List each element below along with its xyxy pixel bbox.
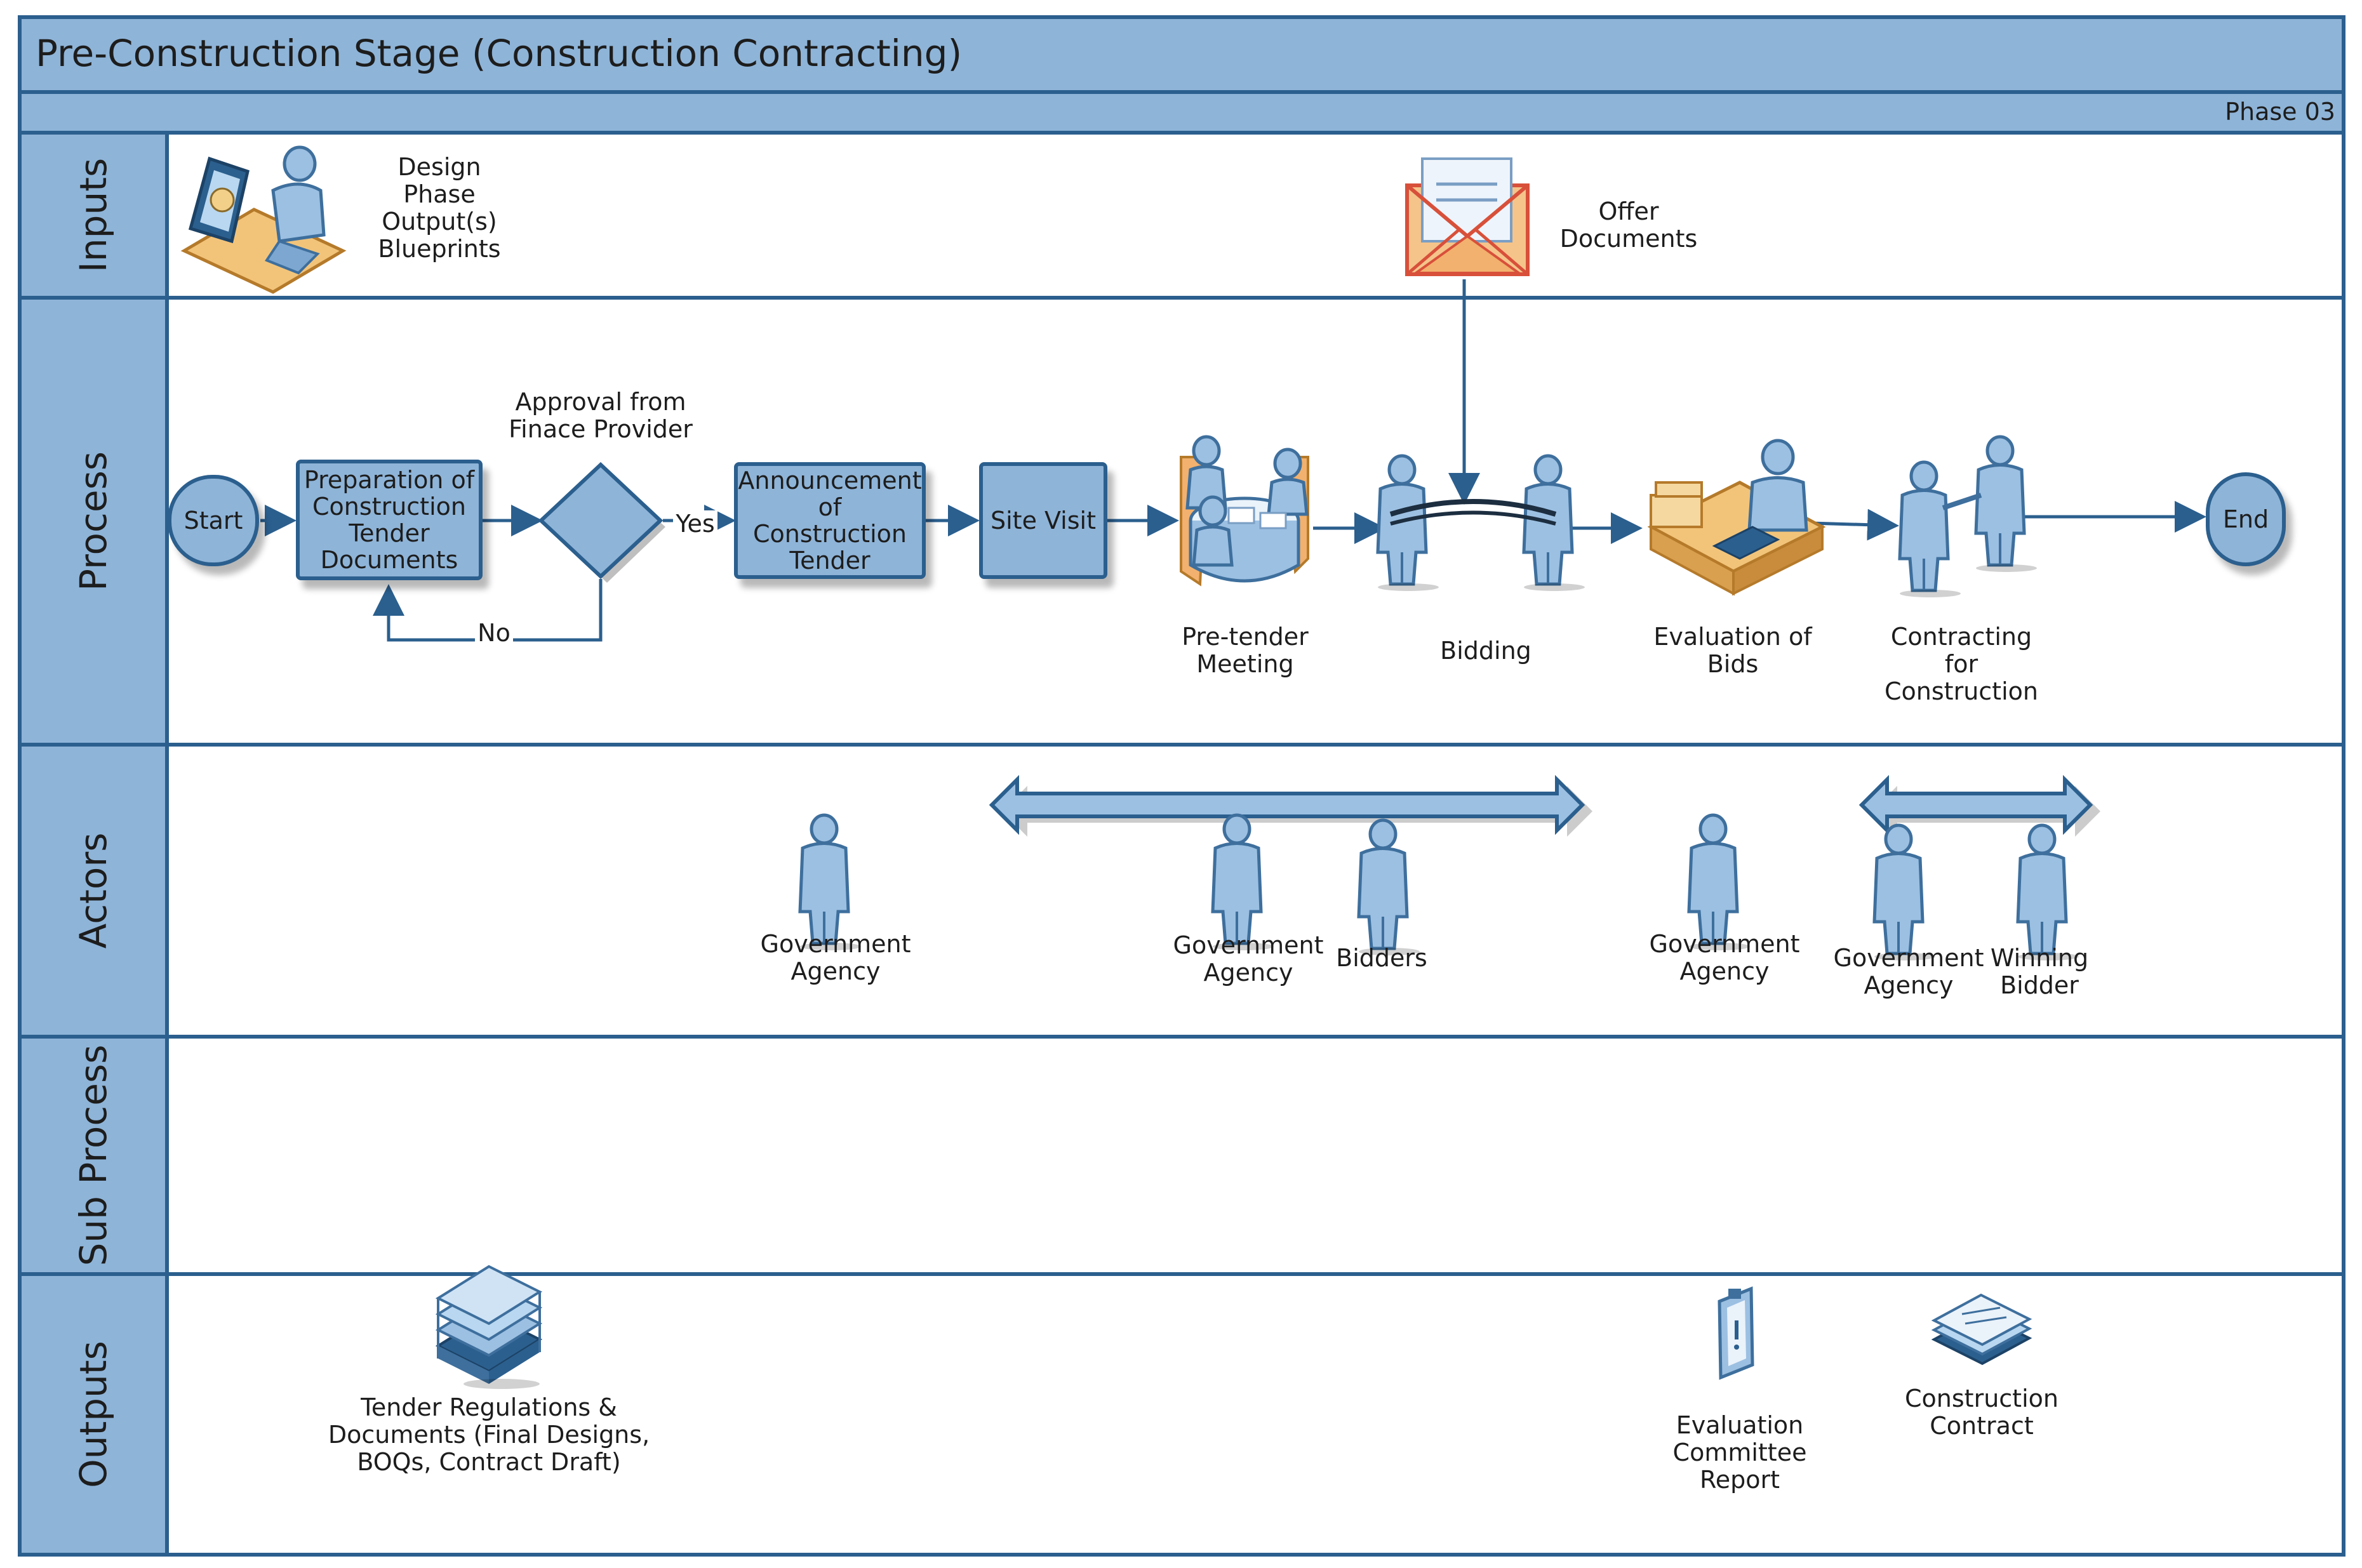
title-bar: Pre-Construction Stage (Construction Con… — [18, 15, 2345, 94]
report-line-2: Committee — [1672, 1438, 1807, 1466]
actors-arrow-left — [989, 774, 1592, 837]
offer-line-1: Offer — [1598, 197, 1659, 225]
envelope-icon — [1405, 157, 1530, 276]
actor-a2-line-1: Government — [1173, 931, 1324, 959]
lane-header-outputs: Outputs — [22, 1276, 169, 1553]
contracting-line-3: Construction — [1885, 677, 2038, 705]
report-line-3: Report — [1700, 1466, 1780, 1494]
actor-a5-line-1: Government — [1833, 944, 1984, 972]
start-label: Start — [183, 507, 243, 535]
site-visit-label: Site Visit — [990, 507, 1096, 535]
announce-line-3: Tender — [789, 547, 871, 575]
actor-a4-line-2: Agency — [1679, 957, 1770, 985]
offer-documents-label: Offer Documents — [1556, 198, 1702, 253]
announce-line-1: Announcement — [738, 467, 922, 495]
actor-label: Government Agency — [1159, 932, 1337, 987]
lane-header-subprocess: Sub Process — [22, 1039, 169, 1272]
evaluation-report-label: Evaluation Committee Report — [1651, 1412, 1829, 1494]
approval-line-1: Approval from — [515, 388, 686, 416]
start-node: Start — [168, 475, 259, 566]
actors-arrow-right — [1858, 774, 2100, 837]
contracting-line-2: for — [1944, 650, 1978, 678]
design-output-label: Design Phase Output(s) Blueprints — [376, 154, 503, 263]
diagram-title: Pre-Construction Stage (Construction Con… — [36, 32, 963, 75]
actor-figure — [2018, 825, 2079, 960]
approval-line-2: Finace Provider — [509, 415, 693, 443]
prep-line-3: Tender — [349, 519, 430, 547]
actor-a6-line-1: Winning — [1990, 944, 2089, 972]
lane-inputs: Inputs — [18, 135, 2345, 300]
prep-line-4: Documents — [320, 546, 458, 574]
actor-a1-line-2: Agency — [791, 957, 881, 985]
actor-label: Government Agency — [747, 931, 924, 985]
approval-decision — [538, 462, 665, 583]
lane-subprocess: Sub Process — [18, 1039, 2345, 1276]
actor-figure — [1213, 815, 1274, 950]
tender-line-1: Tender Regulations & — [361, 1393, 617, 1421]
meeting-table-icon — [1180, 435, 1309, 587]
actor-label: Government Agency — [1636, 931, 1813, 985]
prep-documents-box: Preparation of Construction Tender Docum… — [296, 460, 483, 580]
tender-documents-label: Tender Regulations & Documents (Final De… — [317, 1394, 660, 1476]
actor-a4-line-1: Government — [1649, 930, 1800, 958]
prep-line-1: Preparation of — [304, 466, 475, 494]
actor-figure — [1359, 820, 1420, 955]
pretender-line-2: Meeting — [1196, 650, 1294, 678]
tug-of-war-icon — [1378, 456, 1585, 591]
prep-line-2: Construction — [312, 493, 466, 521]
actor-label: Government Agency — [1820, 945, 1998, 999]
pretender-line-1: Pre-tender — [1182, 623, 1309, 651]
end-label: End — [2222, 505, 2269, 533]
designer-computer-icon — [180, 145, 347, 294]
evaluation-label: Evaluation of Bids — [1641, 623, 1825, 678]
actor-a6-line-2: Bidder — [2000, 971, 2079, 999]
tender-line-3: BOQs, Contract Draft) — [357, 1448, 621, 1476]
bidding-label: Bidding — [1440, 637, 1531, 665]
no-label: No — [475, 620, 513, 647]
phase-label: Phase 03 — [2225, 98, 2335, 126]
announce-line-2: of Construction — [753, 493, 907, 548]
actor-a5-line-2: Agency — [1864, 971, 1954, 999]
actor-label: Bidders — [1331, 945, 1432, 972]
clipboard-report-icon — [1718, 1286, 1754, 1380]
evaluation-line-2: Bids — [1707, 650, 1759, 678]
design-line-3: Output(s) — [382, 208, 497, 236]
contracting-line-1: Contracting — [1890, 623, 2032, 651]
offer-line-2: Documents — [1559, 225, 1698, 253]
evaluation-desk-icon — [1647, 439, 1826, 596]
contract-line-2: Contract — [1930, 1412, 2034, 1440]
pretender-label: Pre-tender Meeting — [1166, 623, 1324, 678]
phase-bar: Phase 03 — [18, 94, 2345, 135]
announcement-box: Announcement of Construction Tender — [734, 462, 926, 579]
construction-contract-label: Construction Contract — [1890, 1385, 2074, 1440]
design-line-4: Blueprints — [378, 235, 501, 263]
evaluation-line-1: Evaluation of — [1653, 623, 1812, 651]
contract-papers-icon — [1931, 1293, 2032, 1365]
contract-line-1: Construction — [1905, 1385, 2058, 1412]
design-line-1: Design — [397, 153, 481, 181]
actor-a1-line-1: Government — [760, 930, 911, 958]
actor-label: Winning Bidder — [1976, 945, 2103, 999]
end-node: End — [2206, 472, 2286, 566]
lane-header-process: Process — [22, 300, 169, 743]
site-visit-box: Site Visit — [979, 462, 1107, 579]
report-line-1: Evaluation — [1676, 1411, 1804, 1439]
contracting-label: Contracting for Construction — [1869, 623, 2053, 705]
actor-a2-line-2: Agency — [1203, 959, 1293, 987]
actor-a3-line-1: Bidders — [1336, 944, 1427, 972]
lane-header-actors: Actors — [22, 747, 169, 1035]
approval-label: Approval from Finace Provider — [505, 389, 696, 443]
actor-figure — [1874, 825, 1935, 960]
yes-label: Yes — [673, 510, 717, 538]
lane-header-inputs: Inputs — [22, 135, 169, 296]
handshake-icon — [1900, 437, 2037, 597]
document-stack-icon — [435, 1265, 543, 1389]
tender-line-2: Documents (Final Designs, — [328, 1421, 650, 1449]
design-line-2: Phase — [403, 180, 476, 208]
